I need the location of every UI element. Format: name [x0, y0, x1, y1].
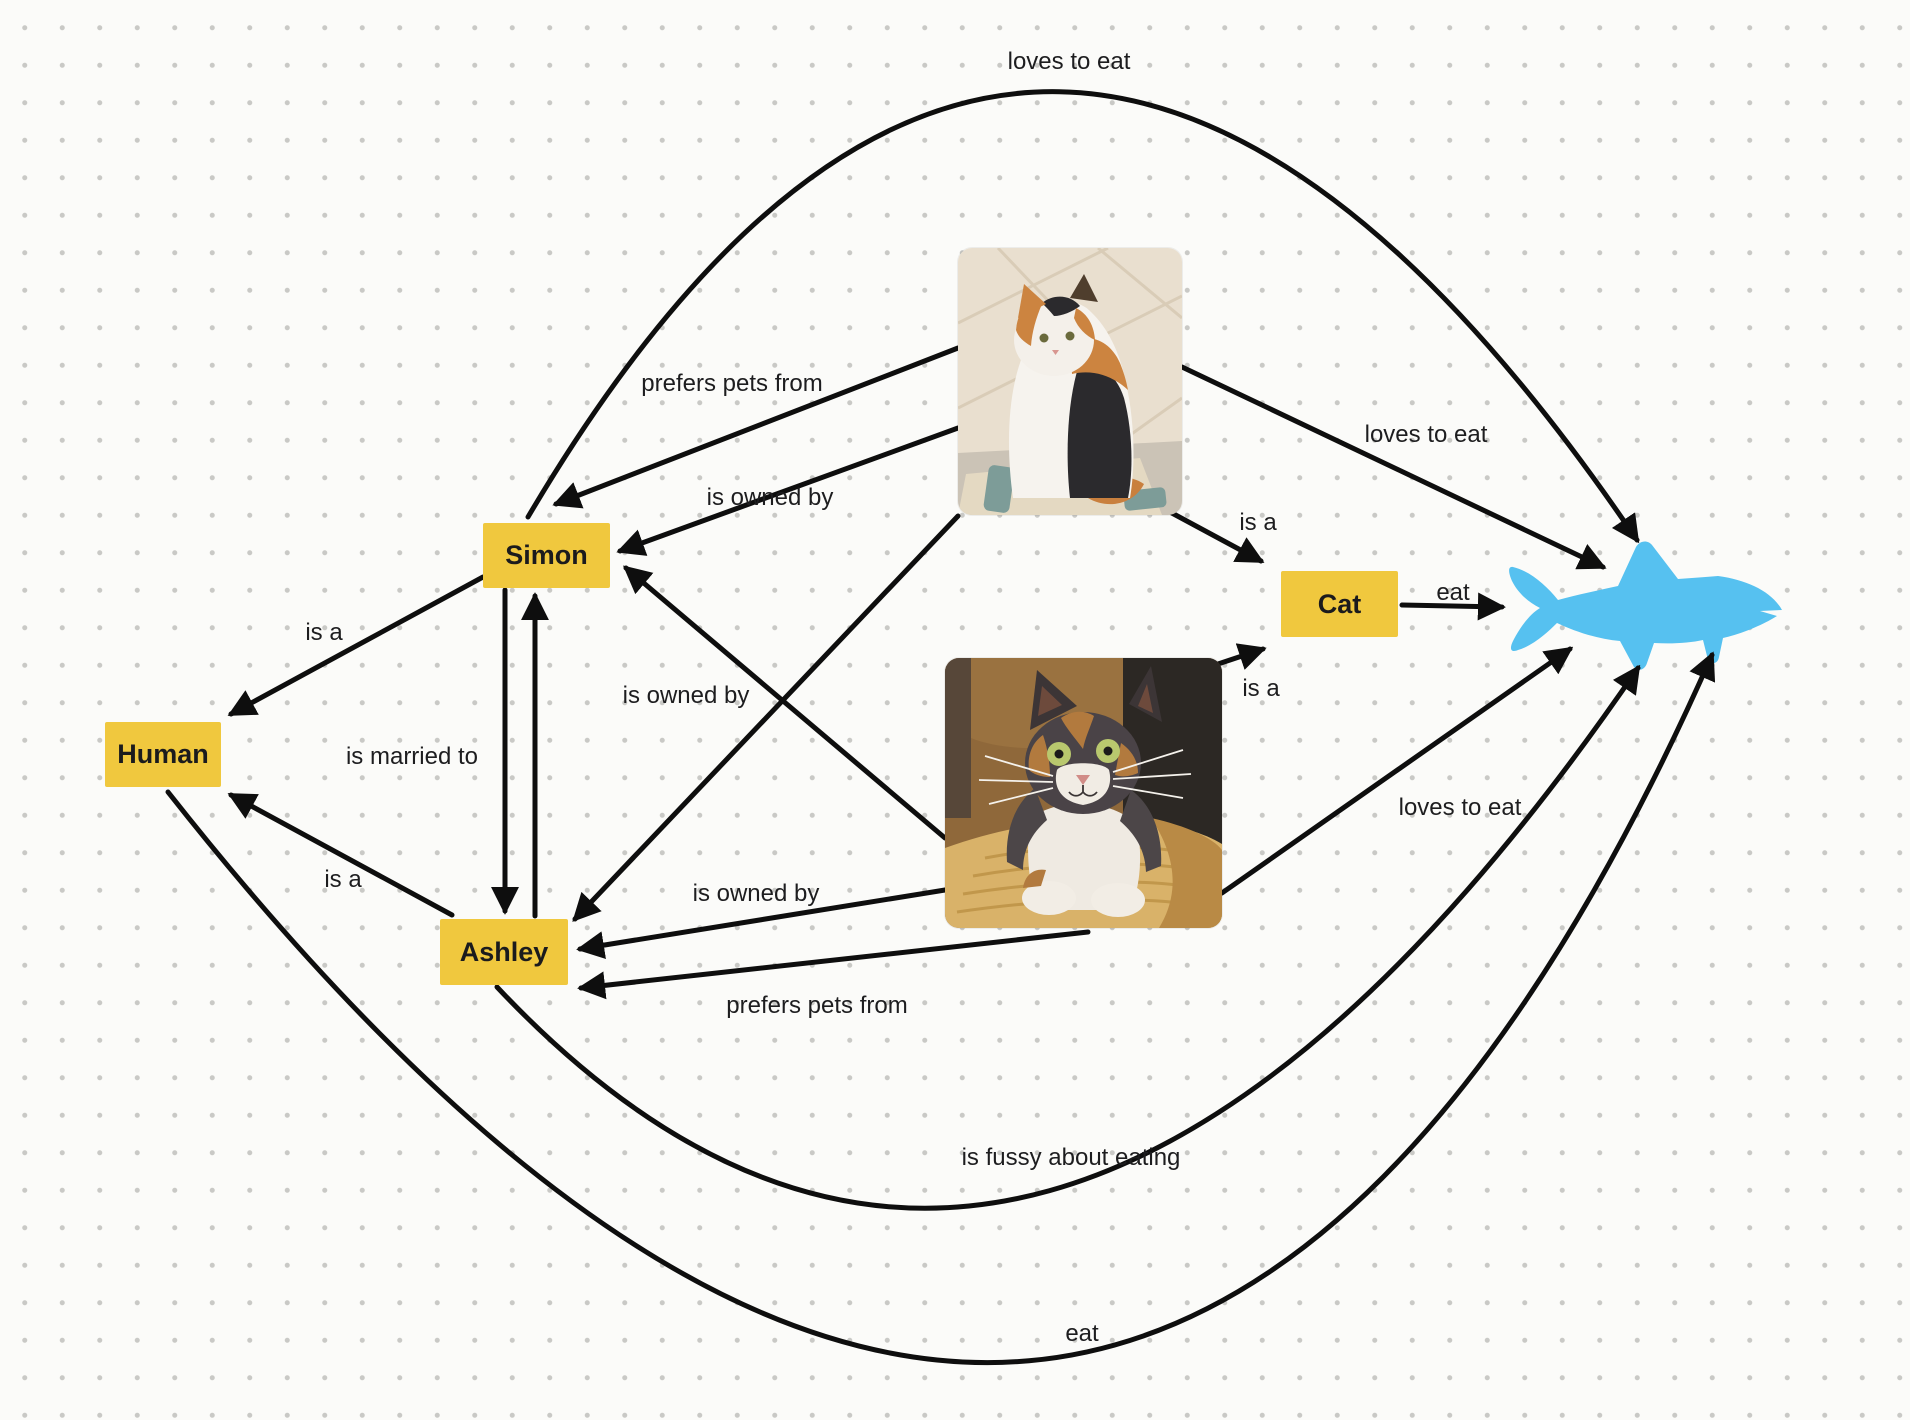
bottom-cat-illustration: [945, 658, 1222, 928]
edge-label-bottomcat-isa-cat: is a: [1242, 674, 1280, 702]
edge-ashley-isa-human: [227, 792, 455, 918]
edge-bottomcat-loves-fish: [1219, 646, 1574, 896]
edge-bottomcat-isa-cat: [1215, 643, 1267, 670]
edge-label-human-eat-fish: eat: [1065, 1319, 1099, 1347]
top-cat-illustration: [958, 248, 1182, 515]
edge-topcat-owned-ashley: [572, 513, 961, 922]
edge-label-bottomcat-loves-fish: loves to eat: [1398, 793, 1522, 821]
edge-bottomcat-owned-simon: [623, 565, 948, 841]
edge-human-eat-fish: [165, 651, 1716, 1366]
node-human[interactable]: Human: [105, 722, 221, 787]
node-simon[interactable]: Simon: [483, 523, 610, 588]
edge-simon-isa-human: [227, 574, 486, 717]
edge-label-cat-eat-fish: eat: [1436, 578, 1470, 606]
edge-bottomcat-owned-ashley: [576, 887, 948, 959]
cat-photo-bottom[interactable]: [945, 658, 1222, 928]
edge-label-topcat-isa-cat: is a: [1239, 508, 1277, 536]
edge-ashley-fussy-fish: [494, 664, 1641, 1211]
edge-label-bottomcat-prefers-ashley: prefers pets from: [726, 991, 908, 1019]
edge-label-topcat-prefers-simon: prefers pets from: [641, 369, 823, 397]
edge-label-simon-loves-fish: loves to eat: [1007, 47, 1131, 75]
edge-cat-eat-fish: [1399, 592, 1506, 621]
cat-photo-top[interactable]: [958, 248, 1182, 515]
edge-topcat-isa-cat: [1167, 509, 1265, 564]
node-cat[interactable]: Cat: [1281, 571, 1398, 637]
edge-label-ashley-isa-human: is a: [324, 865, 362, 893]
edge-bottomcat-prefers-ashley: [577, 929, 1091, 1000]
edge-label-topcat-owned-simon: is owned by: [706, 483, 834, 511]
edge-simon-loves-fish: [525, 89, 1640, 544]
edge-label-topcat-loves-fish: loves to eat: [1364, 420, 1488, 448]
edge-topcat-loves-fish: [1179, 364, 1607, 570]
edge-topcat-owned-simon: [616, 425, 961, 556]
edge-label-bottomcat-owned-simon: is owned by: [622, 681, 750, 709]
edge-topcat-prefers-simon: [552, 345, 961, 509]
node-ashley[interactable]: Ashley: [440, 919, 568, 985]
edge-label-bottomcat-owned-ashley: is owned by: [692, 879, 820, 907]
edge-label-married: is married to: [345, 742, 479, 770]
edge-label-simon-isa-human: is a: [305, 618, 343, 646]
fish-icon[interactable]: [1509, 541, 1782, 670]
edge-label-ashley-fussy-fish: is fussy about eating: [961, 1143, 1181, 1171]
